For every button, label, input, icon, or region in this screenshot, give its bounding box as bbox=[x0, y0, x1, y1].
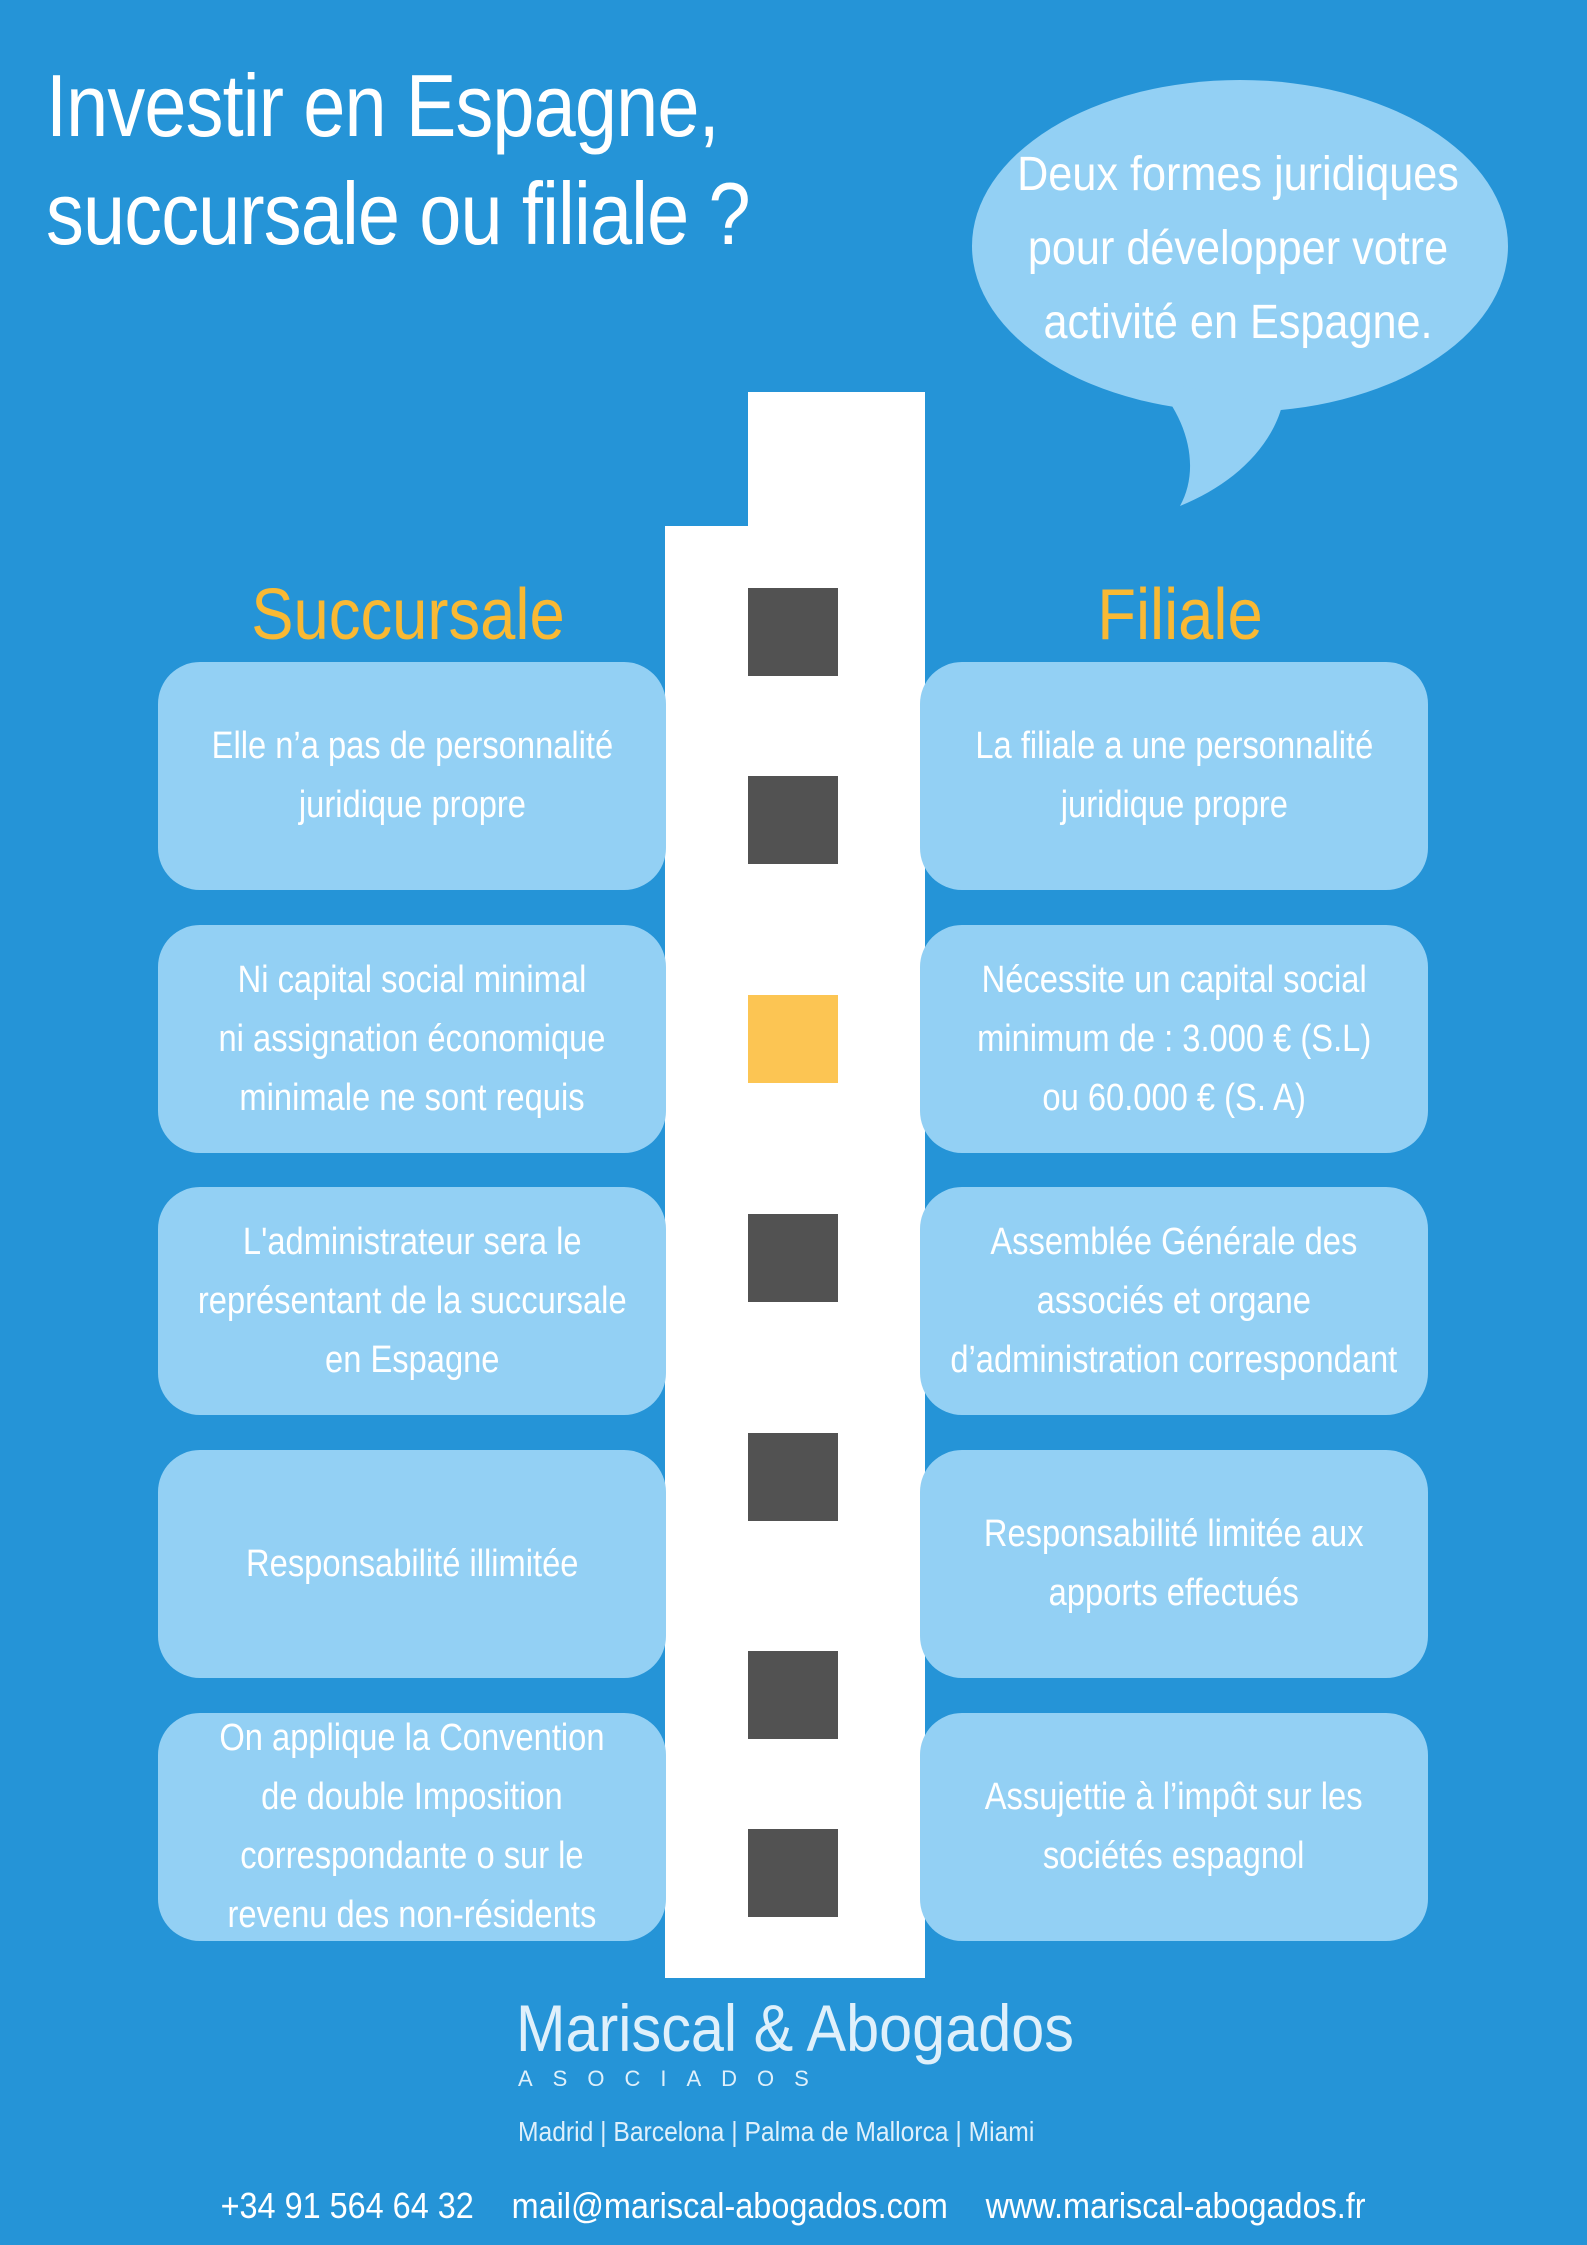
box-text: minimum de : 3.000 € (S.L) bbox=[976, 1017, 1372, 1060]
box-text: de double Imposition bbox=[261, 1776, 563, 1818]
company-logo: Mariscal & Abogados ASOCIADOS Madrid | B… bbox=[0, 1988, 1587, 2147]
succursale-box-2: Ni capital social minimal ni assignation … bbox=[158, 925, 666, 1153]
box-text: Elle n’a pas de personnalité bbox=[211, 725, 613, 767]
filiale-box-2: Nécessite un capital social minimum de : … bbox=[920, 925, 1428, 1153]
tower-top bbox=[748, 392, 925, 528]
succursale-box-1: Elle n’a pas de personnalité juridique pr… bbox=[158, 662, 666, 890]
filiale-box-3: Assemblée Générale des associés et organe… bbox=[920, 1187, 1428, 1415]
tower-window bbox=[748, 776, 838, 864]
succursale-box-3: L'administrateur sera le représentant de … bbox=[158, 1187, 666, 1415]
box-text: juridique propre bbox=[298, 784, 526, 826]
filiale-box-4: Responsabilité limitée aux apports effect… bbox=[920, 1450, 1428, 1678]
logo-name: Mariscal & Abogados bbox=[516, 1991, 1075, 2065]
box-text: minimale ne sont requis bbox=[239, 1076, 585, 1119]
box-text: ni assignation économique bbox=[218, 1017, 606, 1060]
tower-window bbox=[748, 588, 838, 676]
box-text: associés et organe bbox=[1036, 1279, 1312, 1322]
title-line-2: succursale ou filiale ? bbox=[46, 164, 751, 263]
bubble-line: Deux formes juridiques bbox=[1017, 148, 1459, 201]
logo-cities: Madrid | Barcelona | Palma de Mallorca |… bbox=[518, 2116, 1035, 2147]
box-text: Assujettie à l’impôt sur les bbox=[985, 1776, 1363, 1818]
speech-bubble-text: Deux formes juridiques pour développer v… bbox=[995, 138, 1481, 360]
tower-window bbox=[748, 1214, 838, 1302]
bubble-line: activité en Espagne. bbox=[1043, 296, 1433, 349]
box-text: sociétés espagnol bbox=[1043, 1835, 1305, 1877]
box-text: juridique propre bbox=[1060, 784, 1288, 826]
column-heading-filiale: Filiale bbox=[1097, 575, 1263, 655]
tower-window bbox=[748, 1433, 838, 1521]
filiale-box-5: Assujettie à l’impôt sur les sociétés esp… bbox=[920, 1713, 1428, 1941]
tower-window-highlighted bbox=[748, 995, 838, 1083]
box-text: Assemblée Générale des bbox=[990, 1220, 1358, 1263]
contact-footer: +34 91 564 64 32 mail@mariscal-abogados.… bbox=[0, 2182, 1587, 2230]
title-line-1: Investir en Espagne, bbox=[46, 56, 720, 155]
filiale-box-1: La filiale a une personnalité juridique p… bbox=[920, 662, 1428, 890]
box-text: ou 60.000 € (S. A) bbox=[1042, 1076, 1306, 1119]
column-heading-succursale: Succursale bbox=[251, 575, 565, 655]
box-text: revenu des non-résidents bbox=[227, 1894, 597, 1936]
box-text: Responsabilité illimitée bbox=[245, 1542, 579, 1585]
speech-bubble: Deux formes juridiques pour développer v… bbox=[0, 0, 1587, 560]
logo-subtitle: ASOCIADOS bbox=[518, 2066, 829, 2091]
tower-window bbox=[748, 1651, 838, 1739]
page-title: Investir en Espagne, succursale ou filia… bbox=[46, 52, 820, 268]
contact-email: mail@mariscal-abogados.com bbox=[511, 2185, 949, 2226]
succursale-box-5: On applique la Convention de double Impos… bbox=[158, 1713, 666, 1941]
speech-bubble-shape bbox=[972, 80, 1508, 506]
succursale-box-4: Responsabilité illimitée bbox=[158, 1450, 666, 1678]
box-text: La filiale a une personnalité bbox=[975, 725, 1373, 767]
contact-website: www.mariscal-abogados.fr bbox=[986, 2185, 1366, 2226]
box-text: L'administrateur sera le bbox=[242, 1220, 582, 1263]
box-text: apports effectués bbox=[1048, 1572, 1300, 1614]
box-text: Ni capital social minimal bbox=[237, 958, 587, 1001]
box-text: On applique la Convention bbox=[219, 1717, 605, 1759]
bubble-line: pour développer votre bbox=[1027, 222, 1449, 275]
box-text: d’administration correspondant bbox=[950, 1338, 1398, 1381]
contact-phone: +34 91 564 64 32 bbox=[221, 2185, 475, 2226]
box-text: représentant de la succursale bbox=[197, 1279, 627, 1322]
box-text: Responsabilité limitée aux bbox=[984, 1513, 1364, 1555]
tower-window bbox=[748, 1829, 838, 1917]
box-text: en Espagne bbox=[324, 1338, 500, 1381]
box-text: correspondante o sur le bbox=[240, 1835, 584, 1877]
box-text: Nécessite un capital social bbox=[981, 958, 1367, 1001]
